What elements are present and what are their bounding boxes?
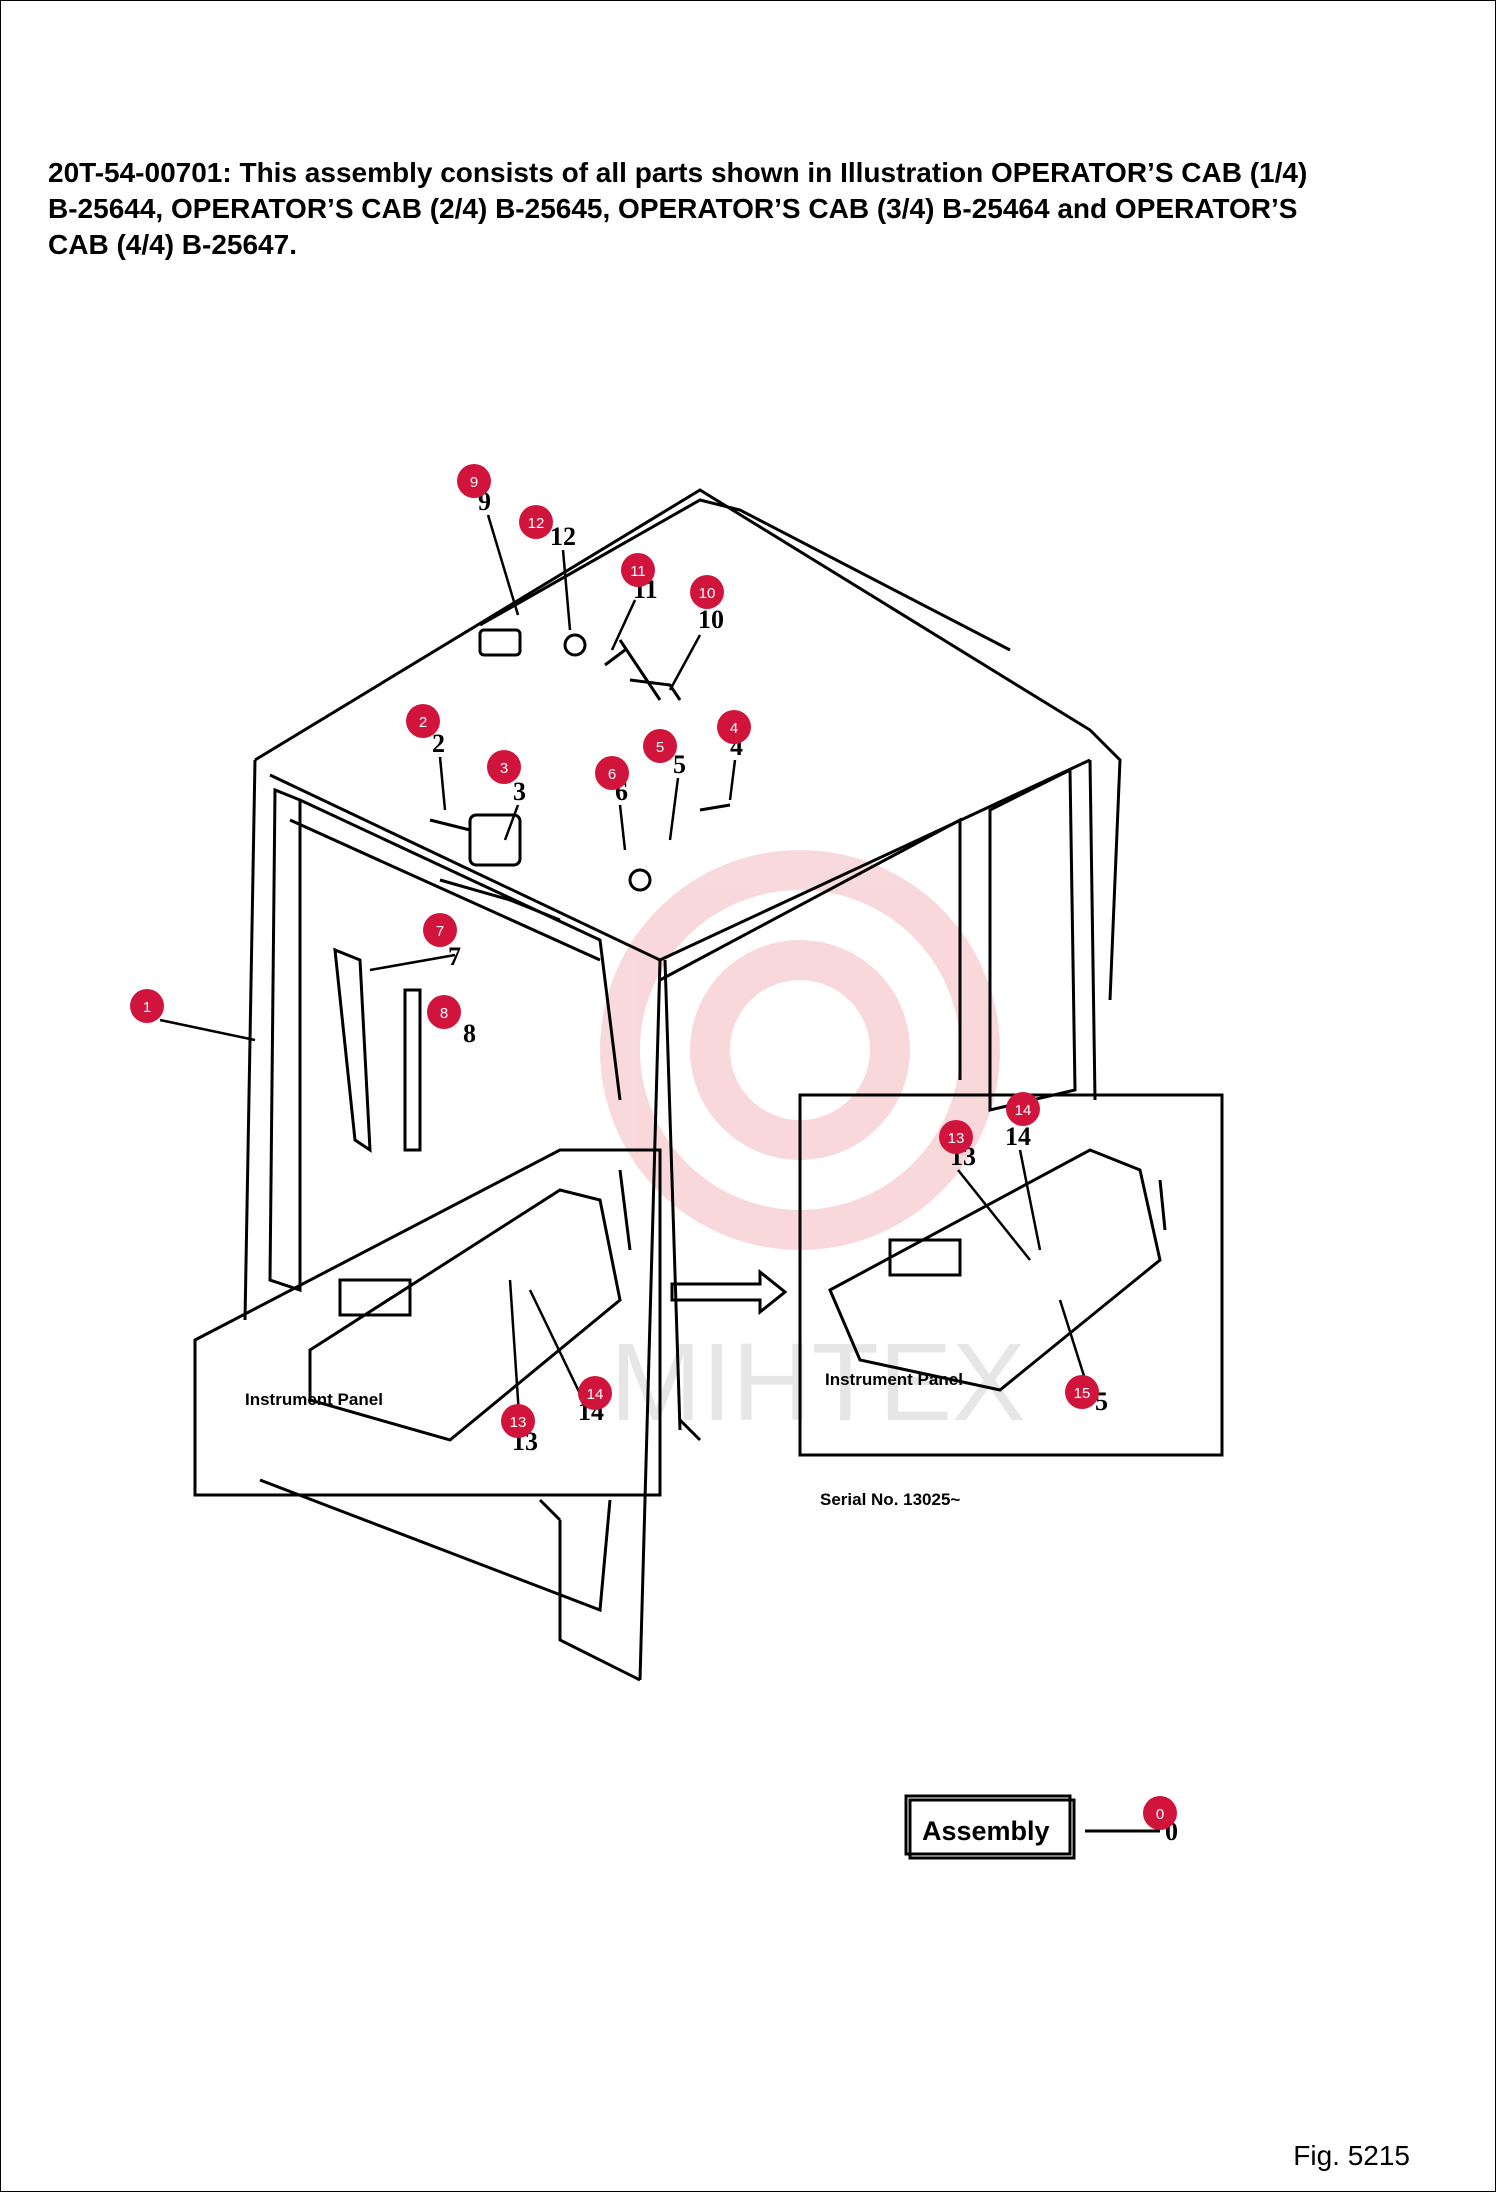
callout-2[interactable]: 2 bbox=[406, 704, 440, 738]
callout-14-left[interactable]: 14 bbox=[578, 1376, 612, 1410]
callout-8[interactable]: 8 bbox=[427, 995, 461, 1029]
arrow-indicator bbox=[670, 1268, 788, 1316]
callout-1[interactable]: 1 bbox=[130, 989, 164, 1023]
callout-6-number: 6 bbox=[608, 766, 616, 783]
inset-box-left bbox=[193, 1148, 662, 1497]
instrument-panel-label-right: Instrument Panel bbox=[825, 1370, 963, 1389]
callout-4[interactable]: 4 bbox=[717, 710, 751, 744]
callout-10[interactable]: 10 bbox=[690, 575, 724, 609]
assembly-box bbox=[904, 1794, 1160, 1860]
callout-3[interactable]: 3 bbox=[487, 750, 521, 784]
part-number-5: 5 bbox=[673, 750, 686, 779]
leader-lines bbox=[159, 514, 1092, 1431]
assembly-label: Assembly bbox=[922, 1816, 1050, 1846]
callout-15-right[interactable]: 15 bbox=[1065, 1375, 1099, 1409]
callout-6[interactable]: 6 bbox=[595, 756, 629, 790]
callout-markers: 9 12 11 10 2 3 6 5 4 7 8 1 14 13 14 13 1… bbox=[130, 464, 1177, 1830]
wiper-assembly bbox=[333, 628, 731, 1153]
serial-number-note: Serial No. 13025~ bbox=[820, 1490, 960, 1509]
callout-11-number: 11 bbox=[630, 563, 646, 580]
part-number-8: 8 bbox=[463, 1019, 476, 1048]
callout-7-number: 7 bbox=[436, 923, 444, 940]
instrument-panel-label-left: Instrument Panel bbox=[245, 1390, 383, 1409]
description-line-1: 20T-54-00701: This assembly consists of … bbox=[48, 157, 1308, 188]
part-number-12: 12 bbox=[550, 522, 576, 551]
part-number-3: 3 bbox=[513, 777, 526, 806]
callout-7[interactable]: 7 bbox=[423, 913, 457, 947]
figure-number: Fig. 5215 bbox=[1293, 2140, 1410, 2171]
part-number-10: 10 bbox=[698, 605, 724, 634]
callout-12-number: 12 bbox=[528, 515, 545, 532]
callout-13-left-number: 13 bbox=[510, 1414, 527, 1431]
inset-box-right bbox=[798, 1093, 1224, 1457]
callout-5[interactable]: 5 bbox=[643, 729, 677, 763]
callout-8-number: 8 bbox=[440, 1005, 448, 1022]
callout-2-number: 2 bbox=[419, 714, 427, 731]
part-number-14-right: 14 bbox=[1005, 1122, 1031, 1151]
callout-14-left-number: 14 bbox=[587, 1386, 604, 1403]
description-line-3: CAB (4/4) B-25647. bbox=[48, 229, 297, 260]
callout-13-left[interactable]: 13 bbox=[501, 1404, 535, 1438]
callout-9[interactable]: 9 bbox=[457, 464, 491, 498]
callout-1-number: 1 bbox=[143, 999, 151, 1016]
callout-15-right-number: 15 bbox=[1074, 1385, 1091, 1402]
part-number-7: 7 bbox=[448, 942, 461, 971]
callout-0[interactable]: 0 bbox=[1143, 1796, 1177, 1830]
part-number-2: 2 bbox=[432, 729, 445, 758]
callout-14-right-number: 14 bbox=[1015, 1102, 1032, 1119]
printed-part-numbers: 9 12 11 10 2 3 6 5 4 7 8 13 14 13 14 5 0 bbox=[432, 487, 1178, 1846]
callout-10-number: 10 bbox=[699, 585, 716, 602]
callout-4-number: 4 bbox=[730, 720, 738, 737]
callout-13-right-number: 13 bbox=[948, 1130, 965, 1147]
callout-13-right[interactable]: 13 bbox=[939, 1120, 973, 1154]
callout-9-number: 9 bbox=[470, 474, 478, 491]
description-line-2: B-25644, OPERATOR’S CAB (2/4) B-25645, O… bbox=[48, 193, 1298, 224]
callout-5-number: 5 bbox=[656, 739, 664, 756]
callout-12[interactable]: 12 bbox=[519, 505, 553, 539]
callout-3-number: 3 bbox=[500, 760, 508, 777]
assembly-description: 20T-54-00701: This assembly consists of … bbox=[48, 155, 1448, 263]
callout-11[interactable]: 11 bbox=[621, 553, 655, 587]
callout-0-number: 0 bbox=[1156, 1806, 1164, 1823]
callout-14-right[interactable]: 14 bbox=[1006, 1092, 1040, 1126]
